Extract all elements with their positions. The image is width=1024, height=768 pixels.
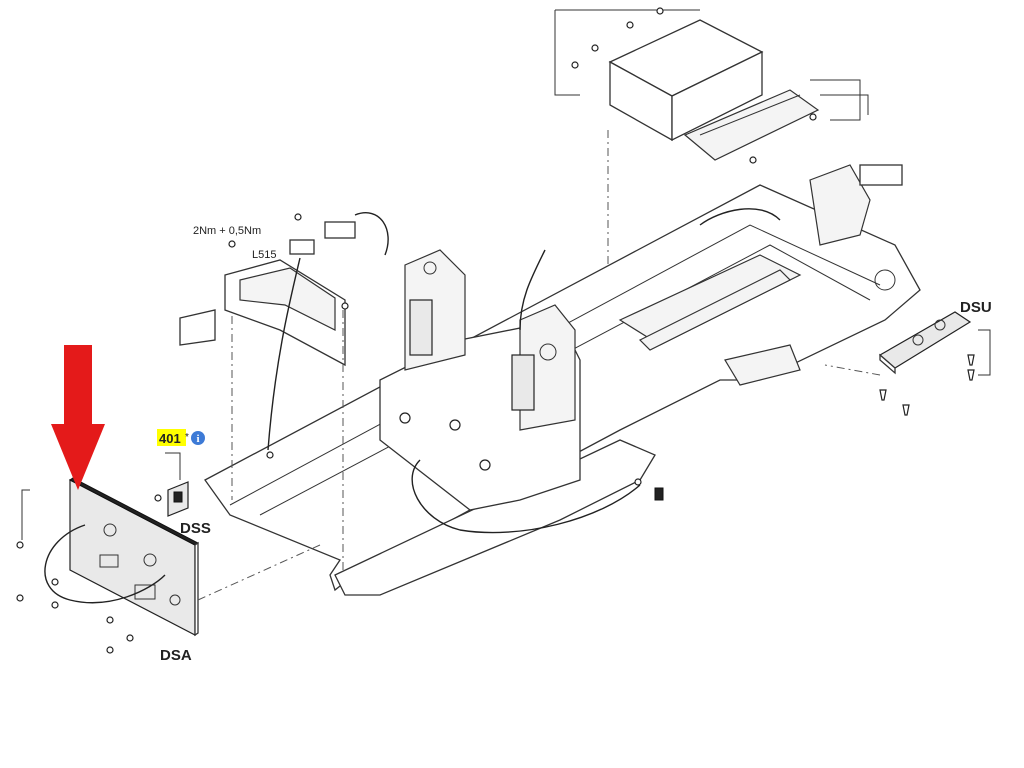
info-icon-glyph: i xyxy=(196,433,199,445)
dsu-label: DSU xyxy=(960,299,992,316)
transformer-housing xyxy=(554,7,869,280)
dss-board xyxy=(154,452,189,517)
main-chassis xyxy=(204,164,921,596)
down-arrow-icon xyxy=(51,345,105,490)
dsu-board xyxy=(824,311,991,416)
cable-label: L515 xyxy=(252,249,276,261)
part-number-callout[interactable]: 401 * i xyxy=(157,429,205,446)
dsa-board xyxy=(16,477,321,654)
info-icon[interactable]: i xyxy=(191,431,205,445)
dsa-label: DSA xyxy=(160,647,192,664)
part-number-mark: * xyxy=(185,432,189,443)
part-number-highlight xyxy=(157,429,186,446)
torque-label: 2Nm + 0,5Nm xyxy=(193,225,261,237)
cover-assembly xyxy=(179,212,389,570)
dss-label: DSS xyxy=(180,520,211,537)
part-number-label: 401 xyxy=(159,431,181,446)
